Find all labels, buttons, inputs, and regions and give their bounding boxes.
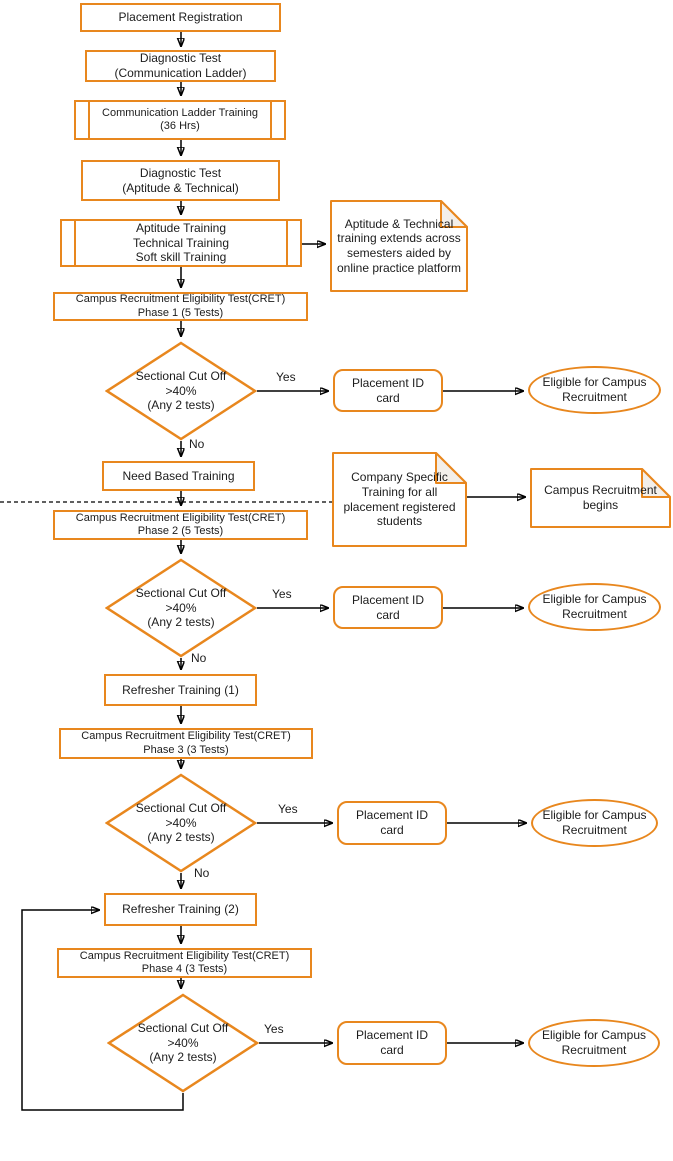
node-communication-ladder-training: Communication Ladder Training (36 Hrs) — [74, 100, 286, 140]
note-aptitude-training: Aptitude & Technical training extends ac… — [330, 200, 468, 292]
node-label: Communication Ladder Training (36 Hrs) — [102, 106, 258, 132]
node-label: Need Based Training — [122, 468, 235, 483]
note-campus-recruitment-begins: Campus Recruitment begins — [530, 468, 671, 528]
node-cret-phase1: Campus Recruitment Eligibility Test(CRET… — [53, 292, 308, 321]
node-refresher-training-2: Refresher Training (2) — [104, 893, 257, 926]
node-placement-id-card-phase3: Placement ID card — [337, 801, 447, 845]
terminator-eligible-phase2: Eligible for Campus Recruitment — [528, 583, 661, 631]
node-label: Eligible for Campus Recruitment — [542, 808, 647, 837]
diamond-shape — [105, 773, 257, 873]
note-label: Company Specific Training for all placem… — [343, 470, 456, 529]
node-diagnostic-test-aptitude: Diagnostic Test (Aptitude & Technical) — [81, 160, 280, 201]
decision-label: Sectional Cut Off >40% (Any 2 tests) — [135, 369, 227, 413]
node-label: Campus Recruitment Eligibility Test(CRET… — [75, 511, 286, 537]
node-label: Eligible for Campus Recruitment — [542, 592, 647, 621]
node-label: Placement ID card — [351, 592, 425, 622]
node-label: Placement ID card — [355, 808, 429, 837]
node-label: Campus Recruitment Eligibility Test(CRET… — [79, 949, 290, 975]
no-edge-label: No — [189, 437, 205, 451]
node-placement-id-card-phase4: Placement ID card — [337, 1021, 447, 1065]
connector-decision4-loop-to-refresher2 — [21, 910, 184, 1111]
folded-corner — [435, 452, 467, 484]
note-label: Campus Recruitment begins — [544, 483, 657, 512]
node-label: Eligible for Campus Recruitment — [542, 375, 647, 404]
note-shape — [332, 452, 467, 547]
node-label: Placement ID card — [351, 375, 425, 405]
yes-edge-label: Yes — [264, 1022, 284, 1036]
no-edge-label: No — [194, 866, 210, 880]
diamond-shape — [107, 993, 259, 1093]
decision-sectional-cutoff-phase4: Sectional Cut Off >40% (Any 2 tests) — [107, 993, 259, 1093]
node-label: Refresher Training (2) — [122, 902, 239, 917]
yes-edge-label: Yes — [272, 587, 292, 601]
node-cret-phase2: Campus Recruitment Eligibility Test(CRET… — [53, 510, 308, 540]
decision-sectional-cutoff-phase2: Sectional Cut Off >40% (Any 2 tests) — [105, 558, 257, 658]
node-label: Campus Recruitment Eligibility Test(CRET… — [75, 293, 286, 319]
node-placement-registration: Placement Registration — [80, 3, 281, 32]
note-company-specific-training: Company Specific Training for all placem… — [332, 452, 467, 547]
decision-label: Sectional Cut Off >40% (Any 2 tests) — [135, 586, 227, 630]
note-shape — [330, 200, 468, 292]
node-label: Campus Recruitment Eligibility Test(CRET… — [81, 730, 291, 756]
node-label: Diagnostic Test (Aptitude & Technical) — [122, 165, 239, 195]
no-edge-label: No — [191, 651, 207, 665]
node-cret-phase3: Campus Recruitment Eligibility Test(CRET… — [59, 728, 313, 759]
node-label: Diagnostic Test (Communication Ladder) — [114, 51, 247, 80]
yes-edge-label: Yes — [278, 802, 298, 816]
diamond-shape — [105, 558, 257, 658]
note-shape — [530, 468, 671, 528]
node-refresher-training-1: Refresher Training (1) — [104, 674, 257, 706]
node-cret-phase4: Campus Recruitment Eligibility Test(CRET… — [57, 948, 312, 978]
node-aptitude-training: Aptitude Training Technical Training Sof… — [60, 219, 302, 267]
decision-sectional-cutoff-phase1: Sectional Cut Off >40% (Any 2 tests) — [105, 341, 257, 441]
node-placement-id-card-phase1: Placement ID card — [333, 369, 443, 412]
decision-label: Sectional Cut Off >40% (Any 2 tests) — [135, 801, 227, 845]
decision-label: Sectional Cut Off >40% (Any 2 tests) — [137, 1021, 229, 1065]
decision-sectional-cutoff-phase3: Sectional Cut Off >40% (Any 2 tests) — [105, 773, 257, 873]
node-label: Placement ID card — [355, 1028, 429, 1057]
diamond-shape — [105, 341, 257, 441]
folded-corner — [641, 468, 671, 498]
node-label: Refresher Training (1) — [122, 682, 239, 697]
note-label: Aptitude & Technical training extends ac… — [336, 216, 462, 275]
terminator-eligible-phase3: Eligible for Campus Recruitment — [531, 799, 658, 847]
node-need-based-training: Need Based Training — [102, 461, 255, 491]
node-diagnostic-test-communication: Diagnostic Test (Communication Ladder) — [85, 50, 276, 82]
node-placement-id-card-phase2: Placement ID card — [333, 586, 443, 629]
folded-corner — [440, 200, 468, 228]
yes-edge-label: Yes — [276, 370, 296, 384]
node-label: Aptitude Training Technical Training Sof… — [132, 221, 230, 265]
node-label: Eligible for Campus Recruitment — [541, 1028, 647, 1057]
terminator-eligible-phase4: Eligible for Campus Recruitment — [528, 1019, 660, 1067]
node-label: Placement Registration — [118, 10, 243, 25]
terminator-eligible-phase1: Eligible for Campus Recruitment — [528, 366, 661, 414]
